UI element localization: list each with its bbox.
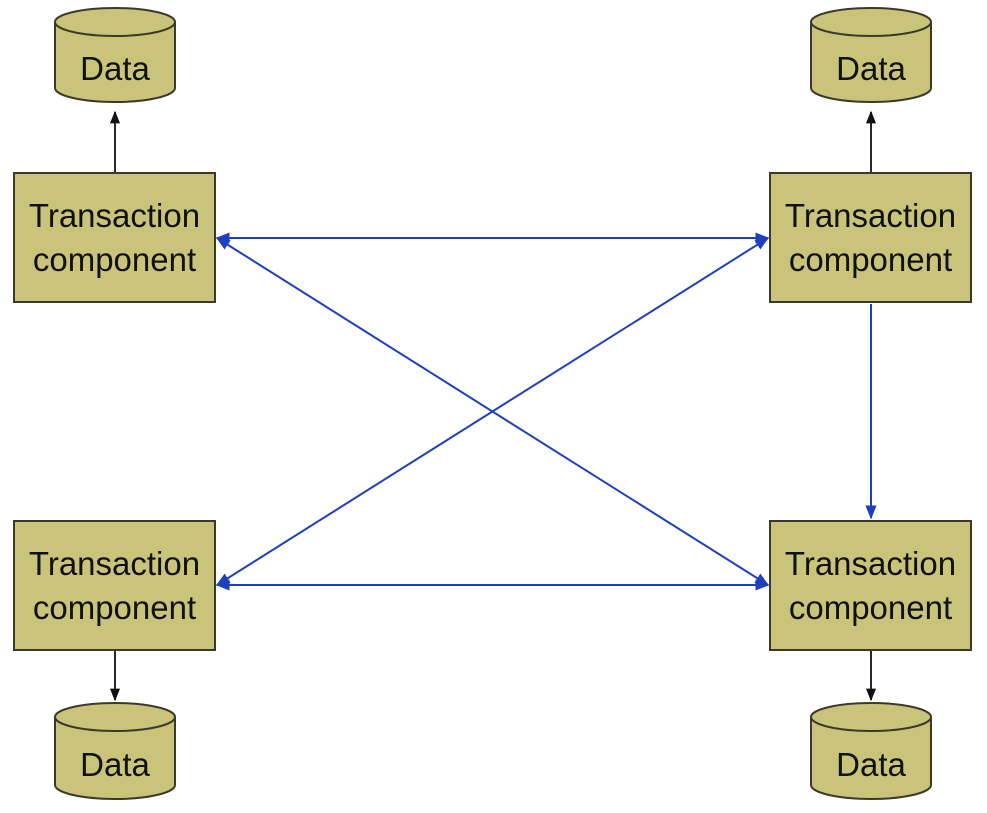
transaction-component-bottom-right: Transaction component [769, 520, 972, 651]
edge-top-right-bottom-left [215, 237, 770, 586]
data-label-top-left: Data [80, 50, 150, 87]
data-label-bottom-left: Data [80, 746, 150, 783]
transaction-component-bottom-left: Transaction component [13, 520, 216, 651]
database-top-left [54, 7, 176, 103]
database-top-right [810, 7, 932, 103]
component-label: Transaction component [784, 196, 957, 278]
database-bottom-right [810, 702, 932, 800]
data-label-bottom-right: Data [836, 746, 906, 783]
component-label: Transaction component [28, 196, 201, 278]
database-bottom-left [54, 702, 176, 800]
component-label: Transaction component [784, 544, 957, 626]
component-label: Transaction component [28, 544, 201, 626]
transaction-component-top-left: Transaction component [13, 172, 216, 303]
data-label-top-right: Data [836, 50, 906, 87]
transaction-component-top-right: Transaction component [769, 172, 972, 303]
